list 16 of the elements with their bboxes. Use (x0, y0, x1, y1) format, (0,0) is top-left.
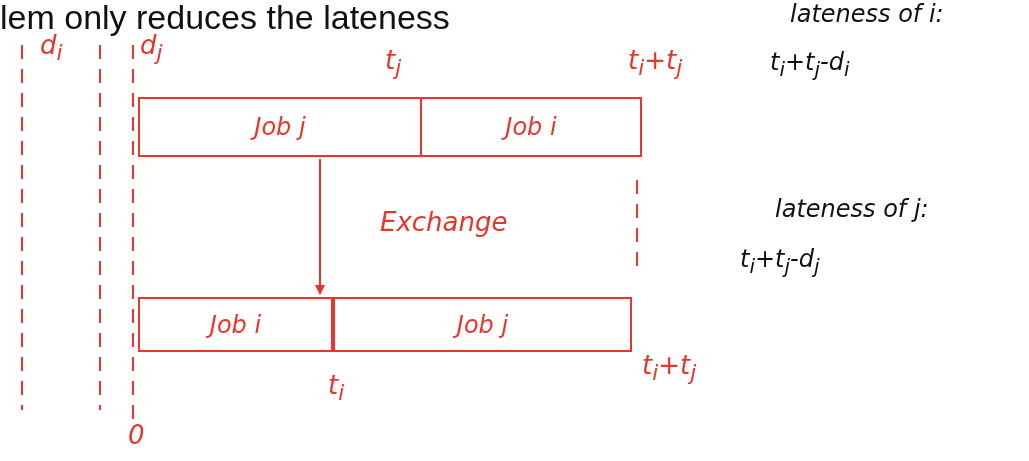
job-box (420, 97, 642, 157)
note-text: lateness of j: (775, 195, 929, 223)
time-label: t$_{i}$ (328, 370, 345, 406)
job-box (138, 297, 333, 352)
job-box (333, 297, 632, 352)
time-label: t$_{i}$+t$_{j}$ (628, 45, 683, 81)
deadline-label: d$_{j}$ (140, 30, 163, 66)
note-text: lateness of i: (790, 0, 944, 28)
time-label: t$_{i}$+t$_{j}$ (642, 350, 697, 386)
formula-text: t$_{i}$+t$_{j}$-d$_{i}$ (770, 48, 850, 81)
origin-label: 0 (128, 420, 145, 450)
formula-text: t$_{i}$+t$_{j}$-d$_{j}$ (740, 245, 820, 278)
exchange-arrow (315, 158, 325, 295)
deadline-label: d$_{i}$ (40, 30, 63, 66)
time-label: t$_{j}$ (385, 45, 402, 81)
job-box (138, 97, 422, 157)
